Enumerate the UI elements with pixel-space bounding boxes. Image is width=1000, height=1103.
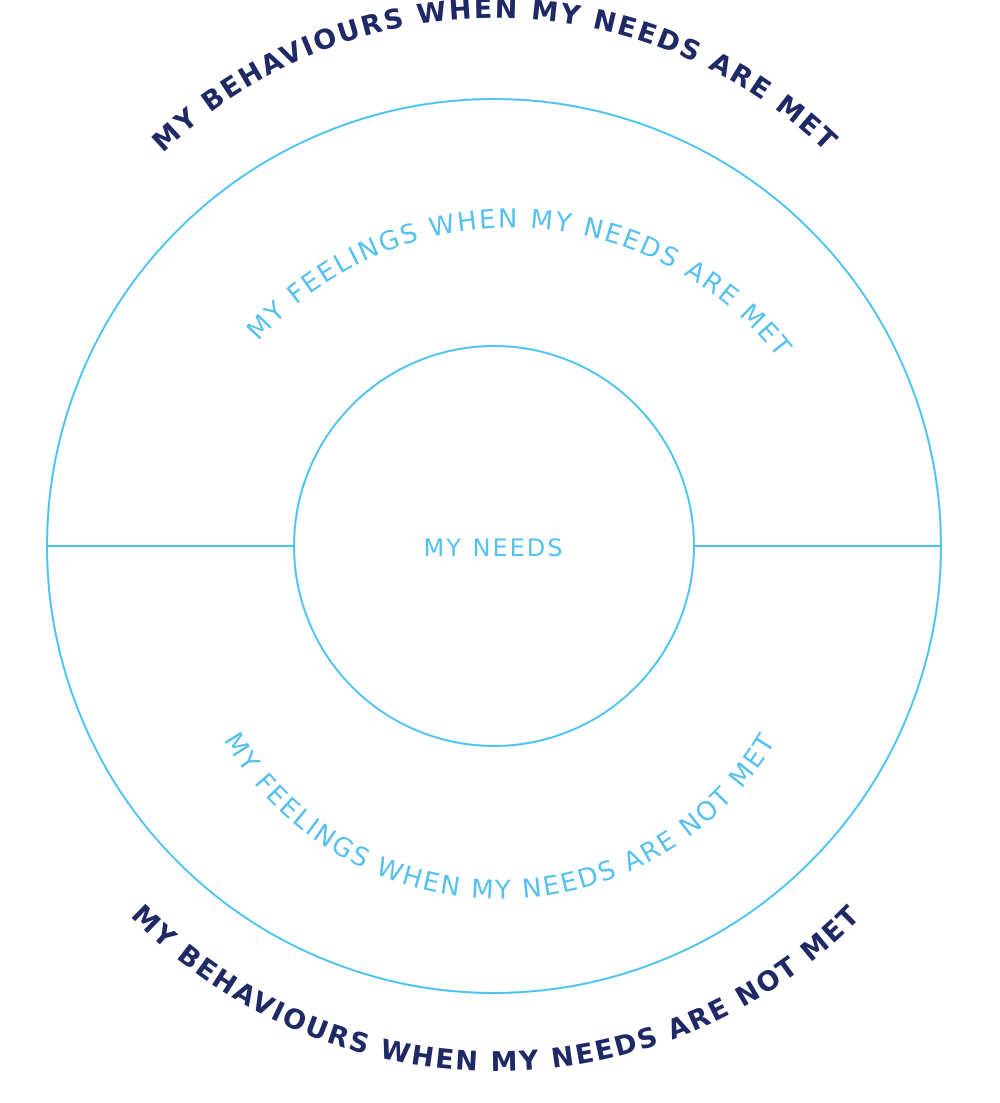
outer-top-label: MY BEHAVIOURS WHEN MY NEEDS ARE MET bbox=[147, 0, 844, 158]
inner-top-label: MY FEELINGS WHEN MY NEEDS ARE MET bbox=[241, 204, 797, 364]
inner-circle bbox=[293, 345, 695, 747]
outer-top-label-path: MY BEHAVIOURS WHEN MY NEEDS ARE MET bbox=[147, 0, 842, 158]
outer-bottom-label: MY BEHAVIOURS WHEN MY NEEDS ARE NOT MET bbox=[125, 899, 867, 1078]
outer-bottom-label-path: MY BEHAVIOURS WHEN MY NEEDS ARE NOT MET bbox=[125, 899, 865, 1078]
center-label: MY NEEDS bbox=[424, 534, 565, 562]
inner-bottom-label-path: MY FEELINGS WHEN MY NEEDS ARE NOT MET bbox=[217, 727, 780, 905]
inner-top-label-path: MY FEELINGS WHEN MY NEEDS ARE MET bbox=[241, 204, 795, 364]
inner-bottom-label: MY FEELINGS WHEN MY NEEDS ARE NOT MET bbox=[217, 727, 782, 905]
